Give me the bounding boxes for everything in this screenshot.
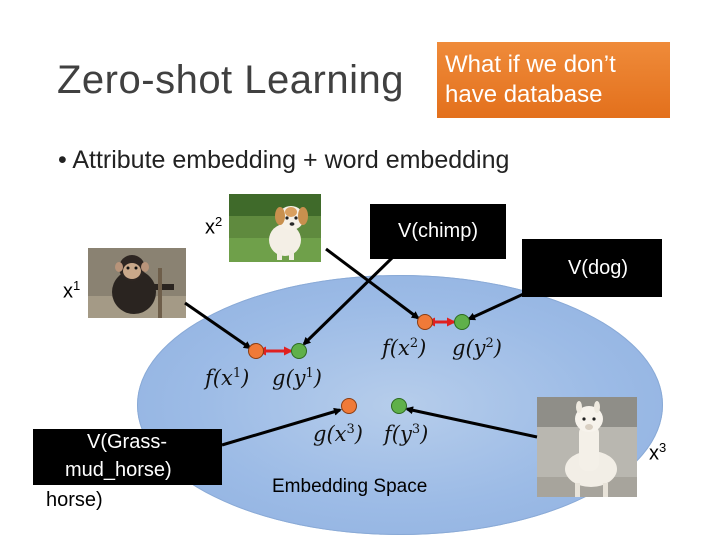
v-chimp-box: V(chimp) xyxy=(370,204,506,259)
x2-sup: 2 xyxy=(215,214,223,229)
v-grass-line-2: mud_horse) xyxy=(65,459,172,481)
f-y3-sup: 3 xyxy=(411,422,421,437)
x3-sup: 3 xyxy=(659,440,667,455)
g-x3-close: ) xyxy=(354,422,363,446)
f-x1-close: ) xyxy=(241,366,250,390)
g-y2-sup: 2 xyxy=(485,336,494,351)
x1-base: x xyxy=(63,280,73,303)
x2-base: x xyxy=(205,216,215,239)
dot-f-x1 xyxy=(248,343,264,359)
g-y2-close: ) xyxy=(493,336,502,360)
g-y1-label: g(y1) xyxy=(272,366,322,390)
bullet-point: • Attribute embedding + word embedding xyxy=(58,146,510,174)
callout-line-1: What if we don’t xyxy=(445,51,616,78)
v-grass-mud-horse-box: V(Grass- mud_horse) xyxy=(33,429,222,485)
x1-label: x1 xyxy=(63,278,80,304)
embedding-space-label: Embedding Space xyxy=(272,476,428,497)
f-x2-label: f(x2) xyxy=(382,336,426,360)
dot-g-y1 xyxy=(291,343,307,359)
f-y3-base: f(y xyxy=(384,422,412,446)
horse-overflow-text: horse) xyxy=(46,489,103,511)
f-x2-base: f(x xyxy=(382,336,410,360)
f-x2-close: ) xyxy=(418,336,427,360)
dot-g-x3 xyxy=(341,398,357,414)
f-x1-label: f(x1) xyxy=(205,366,249,390)
x3-label: x3 xyxy=(649,440,666,466)
f-y3-close: ) xyxy=(420,422,429,446)
g-x3-label: g(x3) xyxy=(313,422,363,446)
arrow-dog-to-fx2 xyxy=(325,247,420,320)
g-y1-close: ) xyxy=(313,366,322,390)
g-x3-sup: 3 xyxy=(346,422,355,437)
dot-f-y3 xyxy=(391,398,407,414)
dot-g-y2 xyxy=(454,314,470,330)
arrow-vgrass-to-gx3 xyxy=(221,407,342,447)
g-y2-label: g(y2) xyxy=(452,336,502,360)
chimp-photo xyxy=(88,248,186,318)
alpaca-photo xyxy=(537,397,637,497)
g-x3-base: g(x xyxy=(313,422,347,446)
arrow-vdog-to-gy2 xyxy=(467,289,531,321)
g-y2-base: g(y xyxy=(452,336,486,360)
slide-title: Zero-shot Learning xyxy=(57,58,404,102)
x1-sup: 1 xyxy=(73,278,81,293)
f-x1-sup: 1 xyxy=(232,366,242,381)
arrow-vchimp-to-gy1 xyxy=(302,256,394,346)
x2-label: x2 xyxy=(205,214,222,240)
g-y1-sup: 1 xyxy=(305,366,314,381)
arrow-alpaca-to-fy3 xyxy=(405,406,538,439)
callout-box: What if we don’t have database xyxy=(437,42,670,118)
g-y1-base: g(y xyxy=(272,366,306,390)
f-y3-label: f(y3) xyxy=(384,422,428,446)
f-x2-sup: 2 xyxy=(409,336,419,351)
dot-f-x2 xyxy=(417,314,433,330)
v-grass-line-1: V(Grass- xyxy=(87,431,167,453)
callout-line-2: have database xyxy=(445,81,603,108)
v-dog-box: V(dog) xyxy=(522,239,662,297)
x3-base: x xyxy=(649,442,659,465)
f-x1-base: f(x xyxy=(205,366,233,390)
dog-photo xyxy=(229,194,321,262)
arrow-chimp-to-fx1 xyxy=(184,301,252,350)
